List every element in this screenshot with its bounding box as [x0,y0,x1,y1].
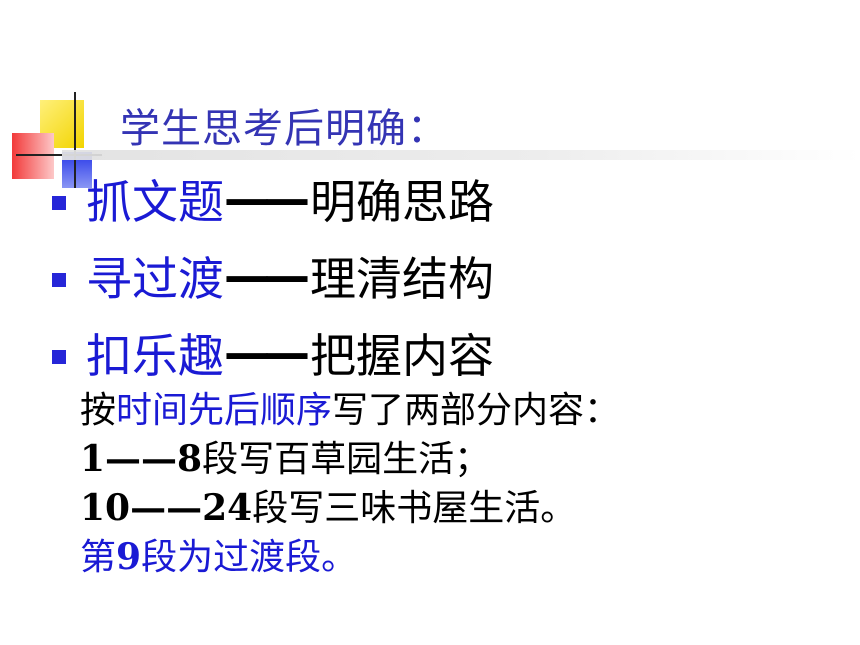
bullet-keyword: 抓文题 [86,174,224,229]
bullet-dash: —— [224,325,310,380]
square-bullet-icon [52,272,66,287]
deco-horizontal-line [16,154,102,156]
bullet-description: 明确思路 [310,174,494,229]
part-one-text: 段写百草园生活； [202,439,491,480]
square-bullet-icon [52,349,66,364]
part-one-line: 1——8段写百草园生活； [80,435,620,484]
bullet-item: 扣乐趣 —— 把握内容 [52,314,494,391]
square-bullet-icon [52,195,66,210]
deco-vertical-line [74,92,76,188]
transition-line: 第9段为过渡段。 [80,533,620,582]
part-two-line: 10——24段写三味书屋生活。 [80,484,620,533]
bullet-item: 抓文题 —— 明确思路 [52,160,494,237]
structure-highlight: 时间先后顺序 [116,390,333,431]
structure-suffix: 写了两部分内容： [332,390,621,431]
deco-red-square [12,133,54,179]
part-two-range: 10——24 [80,487,253,529]
title-divider [62,150,860,160]
bullet-item: 寻过渡 —— 理清结构 [52,237,494,314]
bullet-keyword: 扣乐趣 [86,328,224,383]
bullet-list: 抓文题 —— 明确思路 寻过渡 —— 理清结构 扣乐趣 —— 把握内容 [52,160,494,391]
structure-line: 按时间先后顺序写了两部分内容： [80,386,620,435]
explanation-block: 按时间先后顺序写了两部分内容： 1——8段写百草园生活； 10——24段写三味书… [80,386,620,582]
transition-prefix: 第 [80,537,117,578]
part-one-range: 1——8 [80,438,203,480]
transition-suffix: 段为过渡段。 [141,537,358,578]
bullet-dash: —— [224,171,310,226]
transition-number: 9 [116,536,142,578]
bullet-description: 理清结构 [310,251,494,306]
structure-prefix: 按 [80,390,117,431]
bullet-description: 把握内容 [310,328,494,383]
slide-title: 学生思考后明确： [120,106,448,152]
bullet-dash: —— [224,248,310,303]
bullet-keyword: 寻过渡 [86,251,224,306]
part-two-text: 段写三味书屋生活。 [252,488,577,529]
